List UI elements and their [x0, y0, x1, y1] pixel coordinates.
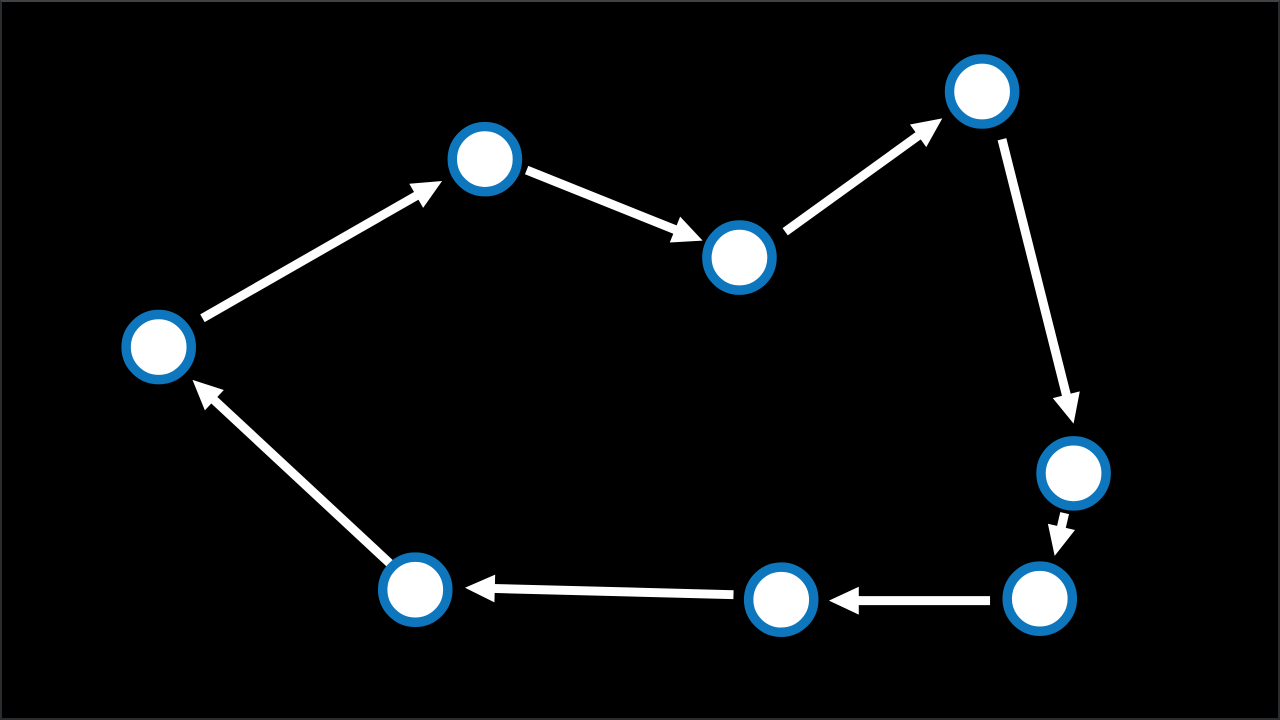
edges-layer — [192, 118, 1080, 615]
edge-node-middle-to-node-top-right — [782, 118, 943, 236]
edge-node-right-to-node-bottom-right — [1047, 512, 1076, 556]
edge-node-left-to-node-upper-left — [200, 181, 443, 323]
edge-node-bottom-middle-to-node-bottom-left — [464, 574, 734, 603]
arrowhead-icon — [409, 181, 443, 208]
arrowhead-icon — [669, 216, 703, 243]
node-bottom-right — [1002, 561, 1078, 636]
arrowhead-icon — [909, 118, 943, 148]
edge-shaft — [209, 395, 395, 569]
node-upper-left — [447, 121, 523, 197]
edge-shaft — [1056, 512, 1069, 530]
edge-node-top-right-to-node-right — [997, 138, 1080, 424]
node-bottom-left — [377, 552, 453, 628]
arrowhead-icon — [192, 379, 224, 411]
node-bottom-middle — [743, 562, 819, 637]
edge-shaft — [782, 131, 923, 236]
node-middle — [702, 220, 777, 295]
node-right — [1036, 436, 1111, 511]
node-left — [121, 309, 196, 385]
edge-shaft — [492, 583, 734, 600]
arrowhead-icon — [1052, 391, 1080, 424]
nodes-layer — [121, 54, 1111, 637]
node-top-right — [944, 54, 1020, 129]
edge-shaft — [524, 165, 679, 235]
edge-node-upper-left-to-node-middle — [524, 165, 703, 243]
edge-node-bottom-left-to-node-left — [192, 379, 395, 569]
arrowhead-icon — [828, 586, 859, 615]
arrowhead-icon — [1047, 523, 1076, 556]
arrowhead-icon — [464, 574, 496, 603]
edge-shaft — [200, 190, 421, 323]
edge-node-bottom-right-to-node-bottom-middle — [828, 586, 991, 615]
edge-shaft — [997, 138, 1072, 398]
